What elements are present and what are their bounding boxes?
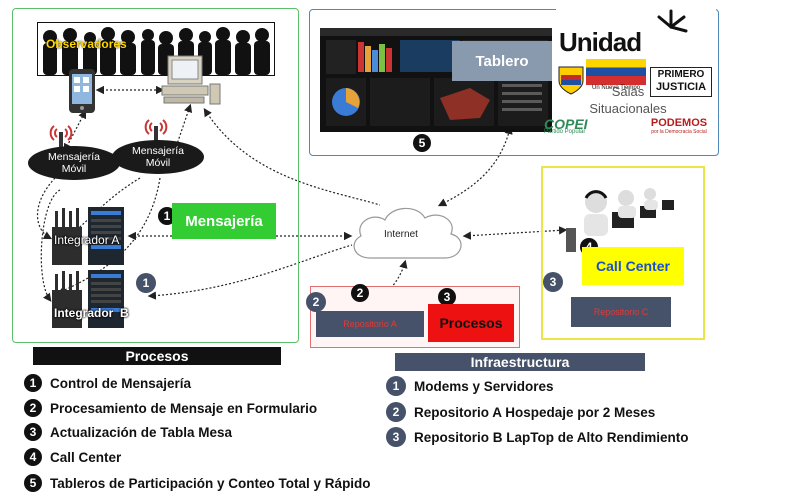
dashboard-label: Tablero <box>475 52 529 70</box>
un-nuevo-tiempo-logo: Un Nuevo Tiempo <box>586 59 646 91</box>
legend-number: 2 <box>386 402 406 422</box>
podemos-label: PODEMOS <box>650 117 708 129</box>
legend-text: Repositorio B LapTop de Alto Rendimiento <box>414 429 689 445</box>
processing-box: Procesos <box>428 304 514 342</box>
integrator-a-label: Integrador A <box>54 233 120 247</box>
unidad-logo: Unidad <box>559 27 642 57</box>
justicia-label: JUSTICIA <box>655 81 707 93</box>
infra-legend-header: Infraestructura <box>395 353 645 371</box>
step-badge: 5 <box>413 134 431 152</box>
processing-label: Procesos <box>439 315 503 331</box>
rooms-label: Salas Situacionales <box>586 83 670 117</box>
infra-badge: 1 <box>136 273 156 293</box>
infra-badge: 2 <box>306 292 326 312</box>
step-badge: 2 <box>351 284 369 302</box>
dashboard-label-box: Tablero <box>452 41 552 81</box>
party-shield-icon <box>558 66 584 95</box>
internet-cloud-icon <box>353 207 462 259</box>
integrator-b-label: Integrador B <box>54 306 129 320</box>
party-logos-panel: Unidad Un Nuevo Tiempo PRIMERO JUSTICIA … <box>544 5 716 141</box>
link-integrator-cross <box>40 189 61 302</box>
procesos-legend-title: Procesos <box>125 348 189 364</box>
star-burst-icon <box>657 9 688 33</box>
link-mobile1-integrator <box>37 177 56 240</box>
legend-text: Procesamiento de Mensaje en Formulario <box>50 400 318 416</box>
primero-label: PRIMERO <box>657 69 705 80</box>
repository-a-label: Repositorio A <box>343 319 397 329</box>
antenna-icon <box>144 119 168 142</box>
server-modem-icon <box>52 270 124 328</box>
infra-badge: 3 <box>543 272 563 292</box>
mobile-node-line2: Móvil <box>61 163 87 175</box>
antenna-icon <box>49 125 73 148</box>
legend-number: 3 <box>24 423 42 441</box>
procesos-legend-header: Procesos <box>33 347 281 365</box>
legend-text: Actualización de Tabla Mesa <box>50 424 233 440</box>
legend-item: 1 Control de Mensajería <box>24 374 191 392</box>
legend-item: 2 Repositorio A Hospedaje por 2 Meses <box>386 402 655 422</box>
repository-a: Repositorio A <box>316 311 424 337</box>
call-center-label: Call Center <box>596 258 670 274</box>
legend-number: 4 <box>24 448 42 466</box>
smartphone-icon <box>69 69 95 113</box>
link-pc-internet <box>203 107 381 206</box>
legend-item: 5 Tableros de Participación y Conteo Tot… <box>24 474 371 492</box>
messaging-label: Mensajería <box>185 212 263 230</box>
legend-number: 5 <box>24 474 42 492</box>
server-modem-icon <box>52 207 124 265</box>
observers-region <box>12 8 299 343</box>
mobile-messaging-node: Mensajería Móvil <box>112 140 204 174</box>
legend-text: Repositorio A Hospedaje por 2 Meses <box>414 404 656 420</box>
infra-legend-title: Infraestructura <box>470 354 570 370</box>
legend-item: 4 Call Center <box>24 448 121 466</box>
mobile-node-line1: Mensajería <box>132 145 184 157</box>
desktop-computer-icon <box>161 55 221 105</box>
podemos-sub-label: por la Democracia Social <box>651 129 707 135</box>
link-internet-repoA <box>370 259 408 310</box>
link-integratorB-internet <box>147 244 353 300</box>
internet-label: Internet <box>384 229 418 240</box>
rooms-line1: Salas <box>611 84 645 99</box>
rooms-line2: Situacionales <box>589 101 667 116</box>
crowd-silhouette-icon <box>38 23 274 75</box>
step-badge: 1 <box>158 207 176 225</box>
messaging-box: Mensajería <box>172 203 276 239</box>
observers-banner: Observadores <box>37 22 275 76</box>
link-phone-mobile1 <box>63 109 87 153</box>
link-internet-callcenter <box>462 226 568 240</box>
copei-sub-label: Partido Popular <box>544 129 586 135</box>
observers-label: Observadores <box>46 37 127 51</box>
legend-item: 1 Modems y Servidores <box>386 376 554 396</box>
call-center-box: Call Center <box>582 247 684 285</box>
mobile-messaging-node: Mensajería Móvil <box>28 146 120 180</box>
legend-item: 3 Actualización de Tabla Mesa <box>24 423 232 441</box>
legend-item: 3 Repositorio B LapTop de Alto Rendimien… <box>386 427 689 447</box>
mobile-node-line2: Móvil <box>145 157 171 169</box>
copei-logo: COPEI Partido Popular <box>544 116 614 135</box>
call-center-region <box>541 166 705 340</box>
legend-text: Modems y Servidores <box>414 378 554 394</box>
podemos-logo: PODEMOS por la Democracia Social <box>648 118 710 138</box>
repository-c: Repositorio C <box>571 297 671 327</box>
legend-number: 2 <box>24 399 42 417</box>
step-badge: 3 <box>438 288 456 306</box>
call-center-agents-icon <box>566 188 674 252</box>
dashboard-region <box>309 9 719 156</box>
integrator-a: Integrador A <box>50 205 130 267</box>
un-nuevo-tiempo-label: Un Nuevo Tiempo <box>591 85 641 91</box>
legend-text: Call Center <box>50 449 122 465</box>
legend-number: 1 <box>24 374 42 392</box>
mobile-node-line1: Mensajería <box>48 151 100 163</box>
primero-justicia-logo: PRIMERO JUSTICIA <box>650 67 712 97</box>
repository-c-label: Repositorio C <box>593 307 649 317</box>
integrator-b: Integrador B <box>50 268 130 330</box>
legend-number: 3 <box>386 427 406 447</box>
legend-text: Tableros de Participación y Conteo Total… <box>50 475 371 491</box>
legend-text: Control de Mensajería <box>50 375 192 391</box>
legend-item: 2 Procesamiento de Mensaje en Formulario <box>24 399 317 417</box>
legend-number: 1 <box>386 376 406 396</box>
copei-label: COPEI <box>544 116 588 132</box>
